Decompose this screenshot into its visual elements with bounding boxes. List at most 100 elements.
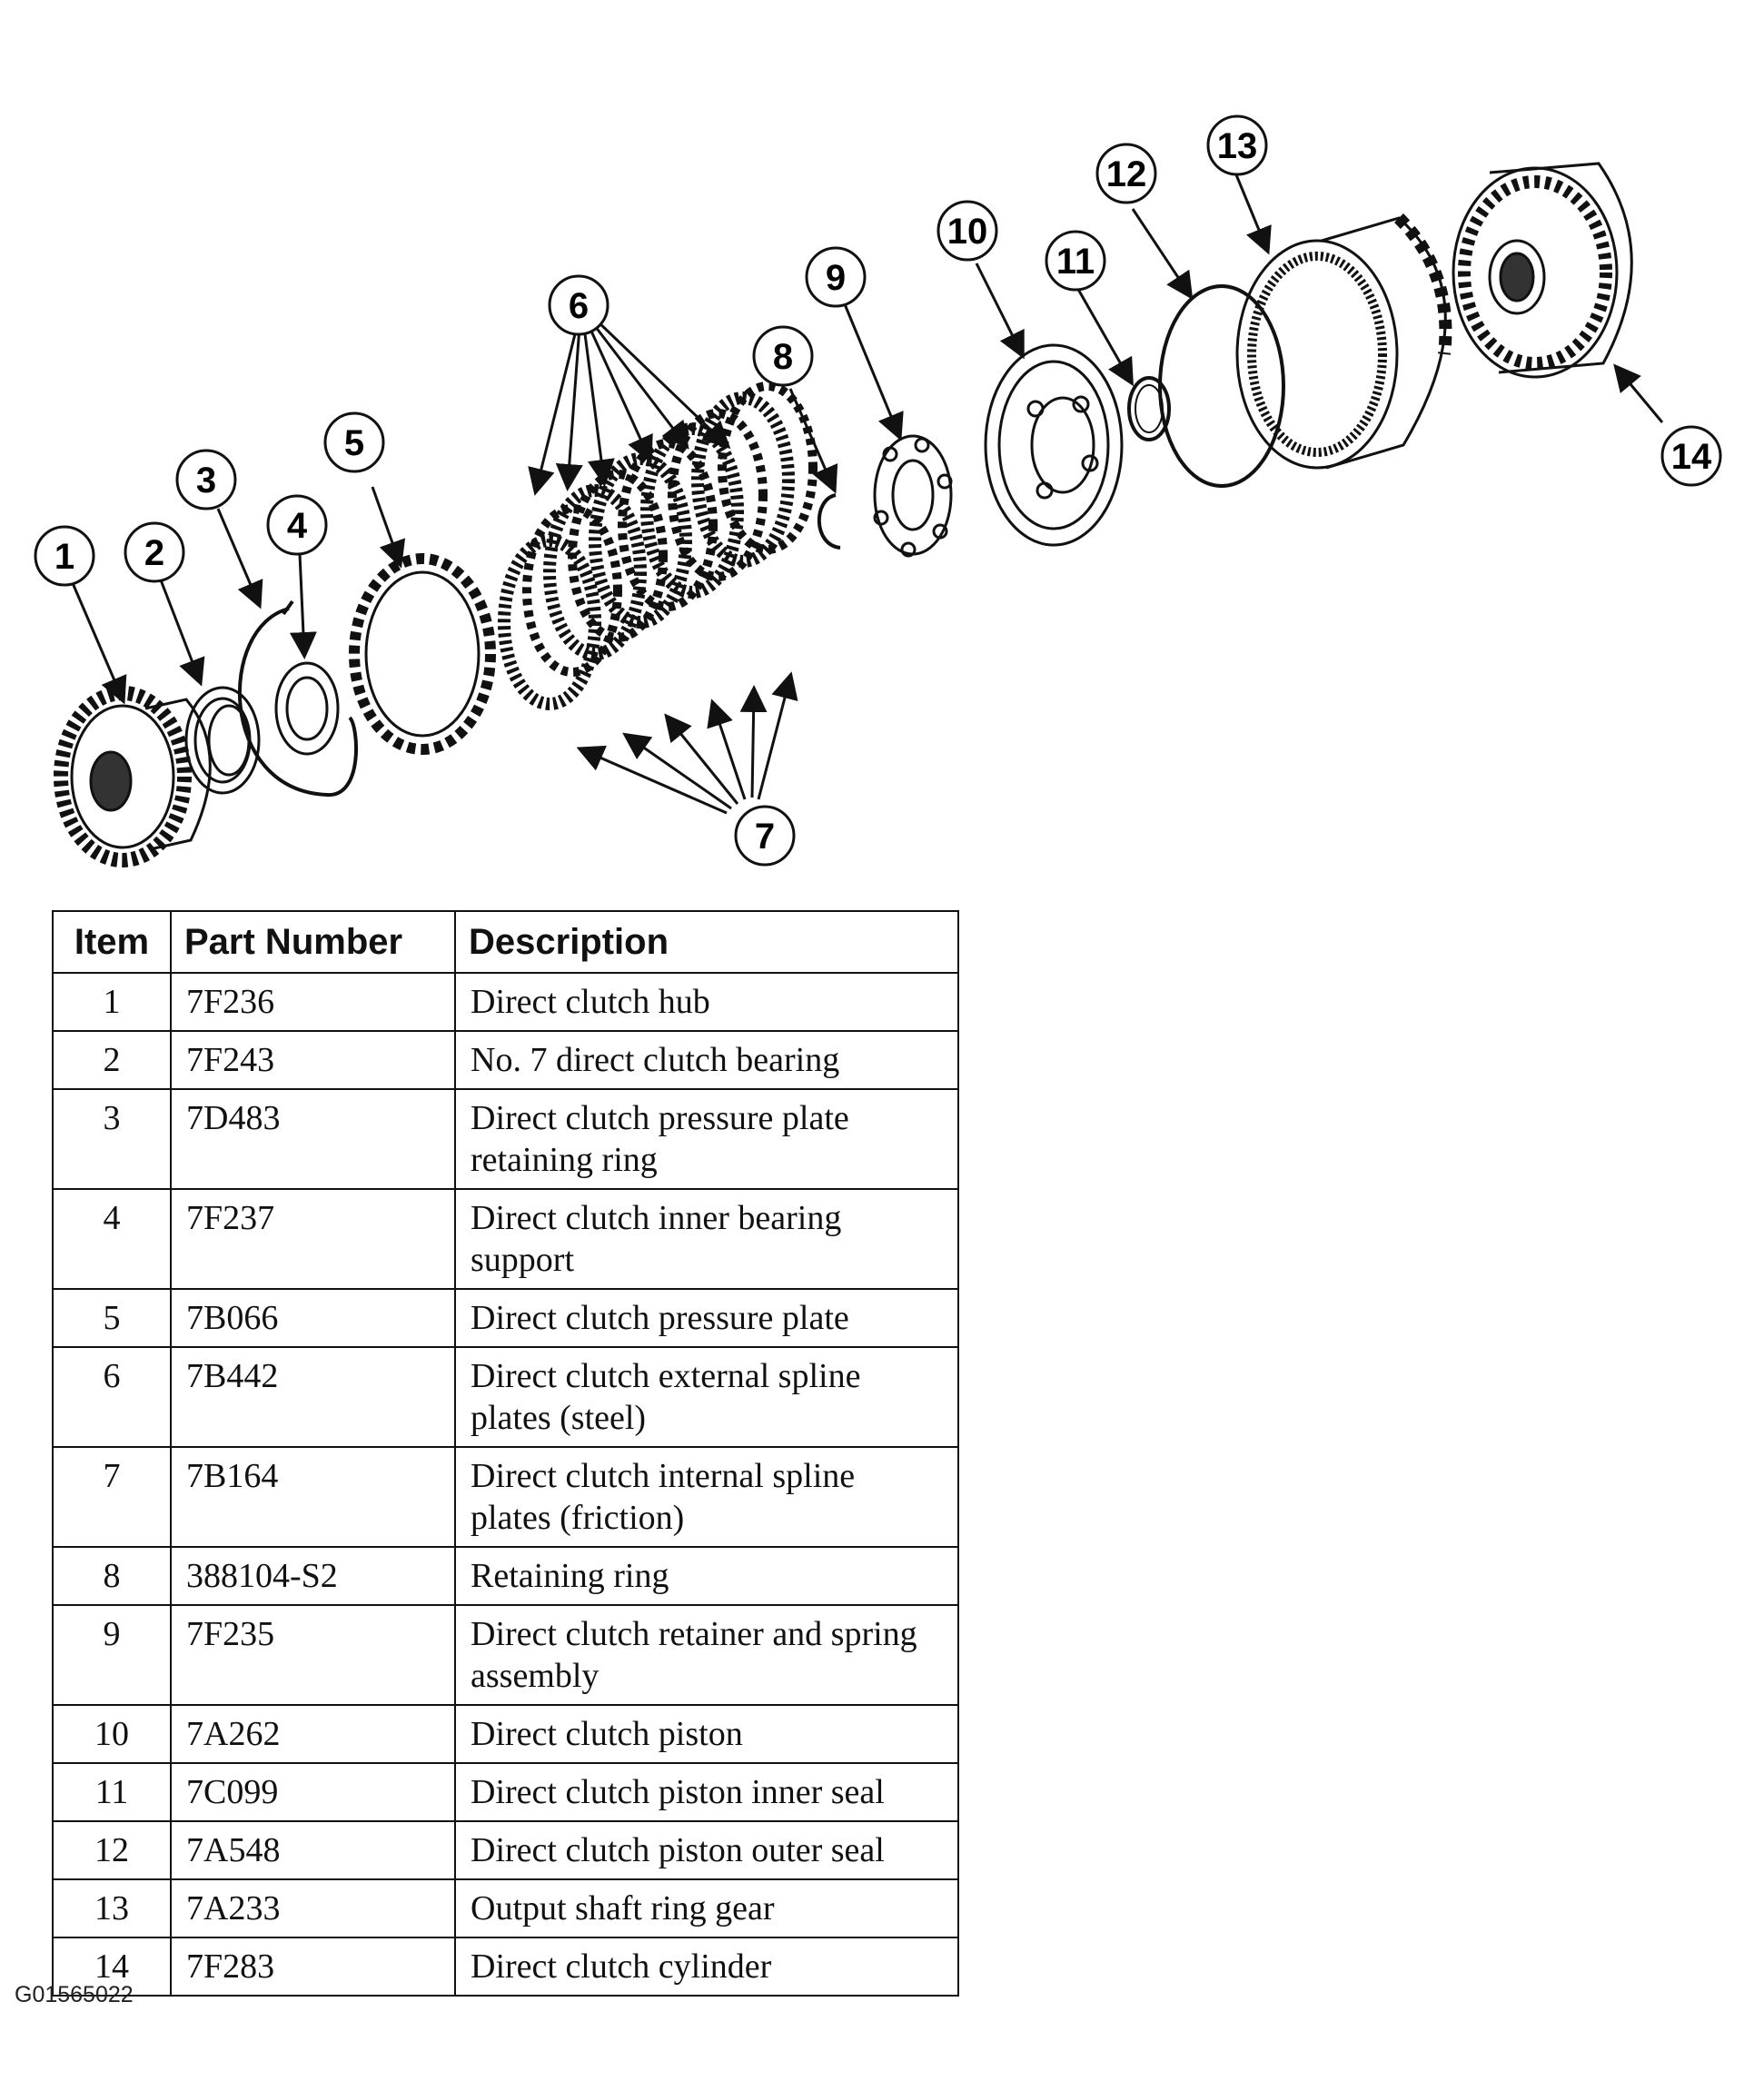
cell-description: No. 7 direct clutch bearing bbox=[454, 1030, 959, 1090]
part-10-piston bbox=[984, 343, 1124, 547]
callout-label: 13 bbox=[1217, 126, 1258, 166]
callout-3: 3 bbox=[175, 449, 237, 510]
header-item: Item bbox=[52, 910, 172, 974]
table-row: 6 7B442 Direct clutch external spline pl… bbox=[52, 1346, 959, 1448]
cell-description: Direct clutch pressure plate retaining r… bbox=[454, 1088, 959, 1190]
callout-label: 7 bbox=[755, 817, 775, 857]
callout-11: 11 bbox=[1045, 230, 1106, 292]
header-description: Description bbox=[454, 910, 959, 974]
cell-part-number: 7F235 bbox=[170, 1604, 456, 1706]
exploded-view-diagram: 1 2 3 4 5 6 7 8 9 10 11 12 13 14 bbox=[0, 0, 1764, 872]
cell-item: 7 bbox=[52, 1446, 172, 1548]
callout-label: 3 bbox=[196, 461, 216, 500]
cell-item: 4 bbox=[52, 1188, 172, 1290]
table-row: 12 7A548 Direct clutch piston outer seal bbox=[52, 1820, 959, 1880]
cell-description: Direct clutch inner bearing support bbox=[454, 1188, 959, 1290]
cell-part-number: 7A548 bbox=[170, 1820, 456, 1880]
cell-description: Retaining ring bbox=[454, 1546, 959, 1606]
callout-label: 5 bbox=[344, 423, 364, 463]
callout-2: 2 bbox=[124, 521, 185, 583]
table-row: 9 7F235 Direct clutch retainer and sprin… bbox=[52, 1604, 959, 1706]
cell-item: 10 bbox=[52, 1704, 172, 1764]
part-1-hub bbox=[54, 686, 212, 867]
cell-part-number: 7F237 bbox=[170, 1188, 456, 1290]
cell-description: Direct clutch internal spline plates (fr… bbox=[454, 1446, 959, 1548]
cell-part-number: 7B442 bbox=[170, 1346, 456, 1448]
part-12-outer-seal bbox=[1158, 284, 1285, 488]
table-header-row: Item Part Number Description bbox=[52, 910, 959, 974]
table-row: 5 7B066 Direct clutch pressure plate bbox=[52, 1288, 959, 1348]
cell-item: 8 bbox=[52, 1546, 172, 1606]
cell-description: Direct clutch retainer and spring assemb… bbox=[454, 1604, 959, 1706]
cell-part-number: 7B066 bbox=[170, 1288, 456, 1348]
cell-item: 6 bbox=[52, 1346, 172, 1448]
cell-item: 12 bbox=[52, 1820, 172, 1880]
callouts: 1 2 3 4 5 6 7 8 9 10 11 12 13 14 bbox=[34, 114, 1722, 867]
callout-label: 1 bbox=[55, 537, 74, 577]
table-row: 8 388104-S2 Retaining ring bbox=[52, 1546, 959, 1606]
callout-label: 4 bbox=[287, 506, 308, 546]
callout-9: 9 bbox=[805, 246, 867, 308]
table-row: 4 7F237 Direct clutch inner bearing supp… bbox=[52, 1188, 959, 1290]
leader-lines bbox=[71, 172, 1664, 815]
cell-description: Output shaft ring gear bbox=[454, 1878, 959, 1938]
cell-item: 3 bbox=[52, 1088, 172, 1190]
callout-8: 8 bbox=[752, 325, 814, 387]
callout-label: 2 bbox=[144, 533, 164, 573]
callout-13: 13 bbox=[1206, 114, 1268, 176]
part-3-retaining-ring bbox=[237, 600, 359, 798]
table-row: 11 7C099 Direct clutch piston inner seal bbox=[52, 1762, 959, 1822]
parts-table: Item Part Number Description 1 7F236 Dir… bbox=[52, 910, 959, 1997]
callout-5: 5 bbox=[323, 411, 385, 473]
callout-label: 11 bbox=[1056, 242, 1095, 282]
part-6-7-clutch-plates bbox=[498, 382, 818, 710]
callout-label: 6 bbox=[569, 286, 589, 326]
table-row: 2 7F243 No. 7 direct clutch bearing bbox=[52, 1030, 959, 1090]
callout-6: 6 bbox=[548, 274, 609, 336]
cell-description: Direct clutch piston bbox=[454, 1704, 959, 1764]
cell-description: Direct clutch cylinder bbox=[454, 1937, 959, 1997]
cell-description: Direct clutch pressure plate bbox=[454, 1288, 959, 1348]
cell-item: 5 bbox=[52, 1288, 172, 1348]
header-part-number: Part Number bbox=[170, 910, 456, 974]
cell-description: Direct clutch piston inner seal bbox=[454, 1762, 959, 1822]
table-row: 7 7B164 Direct clutch internal spline pl… bbox=[52, 1446, 959, 1548]
cell-item: 13 bbox=[52, 1878, 172, 1938]
part-4-bearing-support bbox=[274, 661, 340, 756]
table-row: 13 7A233 Output shaft ring gear bbox=[52, 1878, 959, 1938]
table-row: 14 7F283 Direct clutch cylinder bbox=[52, 1937, 959, 1997]
callout-label: 12 bbox=[1106, 154, 1147, 194]
cell-part-number: 388104-S2 bbox=[170, 1546, 456, 1606]
cell-part-number: 7A233 bbox=[170, 1878, 456, 1938]
cell-part-number: 7F243 bbox=[170, 1030, 456, 1090]
cell-item: 14 bbox=[52, 1937, 172, 1997]
part-9-retainer-spring bbox=[873, 434, 953, 558]
callout-10: 10 bbox=[937, 200, 998, 262]
callout-14: 14 bbox=[1660, 425, 1722, 487]
part-13-ring-gear bbox=[1235, 213, 1452, 470]
callout-1: 1 bbox=[34, 525, 95, 587]
cell-description: Direct clutch hub bbox=[454, 972, 959, 1032]
part-14-cylinder bbox=[1452, 162, 1633, 379]
cell-description: Direct clutch piston outer seal bbox=[454, 1820, 959, 1880]
cell-part-number: 7F283 bbox=[170, 1937, 456, 1997]
cell-part-number: 7A262 bbox=[170, 1704, 456, 1764]
callout-label: 14 bbox=[1671, 437, 1712, 477]
callout-label: 8 bbox=[773, 337, 793, 377]
cell-item: 9 bbox=[52, 1604, 172, 1706]
callout-label: 10 bbox=[947, 212, 988, 252]
callout-7: 7 bbox=[734, 805, 796, 867]
cell-part-number: 7D483 bbox=[170, 1088, 456, 1190]
callout-label: 9 bbox=[826, 258, 846, 298]
part-5-pressure-plate bbox=[349, 553, 496, 755]
callout-12: 12 bbox=[1095, 143, 1157, 204]
cell-item: 2 bbox=[52, 1030, 172, 1090]
callout-4: 4 bbox=[266, 494, 328, 556]
table-row: 1 7F236 Direct clutch hub bbox=[52, 972, 959, 1032]
table-row: 3 7D483 Direct clutch pressure plate ret… bbox=[52, 1088, 959, 1190]
cell-part-number: 7F236 bbox=[170, 972, 456, 1032]
cell-item: 11 bbox=[52, 1762, 172, 1822]
cell-part-number: 7C099 bbox=[170, 1762, 456, 1822]
part-8-retaining-ring bbox=[817, 493, 841, 550]
cell-description: Direct clutch external spline plates (st… bbox=[454, 1346, 959, 1448]
